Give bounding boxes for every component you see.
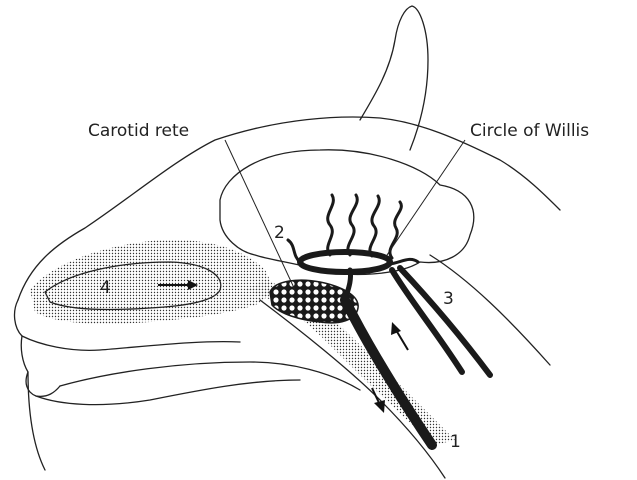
lower-jaw bbox=[28, 372, 45, 470]
label-carotid-rete: Carotid rete bbox=[88, 121, 189, 141]
number-2: 2 bbox=[274, 223, 285, 243]
upper-lip bbox=[22, 336, 240, 350]
vessel-3-a bbox=[392, 270, 462, 372]
cerebral-artery-3 bbox=[370, 196, 379, 256]
mouth-line bbox=[60, 362, 360, 390]
neck-line-lower bbox=[260, 300, 445, 478]
flow-arrow-up bbox=[391, 322, 408, 350]
nasal-cavity-stipple bbox=[30, 240, 270, 324]
cerebral-artery-1 bbox=[328, 195, 334, 255]
cerebral-artery-2 bbox=[348, 195, 357, 255]
number-1: 1 bbox=[450, 432, 461, 452]
cerebral-artery-6 bbox=[390, 259, 418, 264]
ear bbox=[360, 6, 428, 150]
jaw-line bbox=[36, 380, 300, 405]
brain-outline bbox=[220, 150, 474, 275]
cerebral-artery-4 bbox=[390, 202, 401, 258]
number-3: 3 bbox=[443, 289, 454, 309]
circle-of-willis bbox=[300, 252, 390, 272]
cerebral-artery-5 bbox=[288, 240, 300, 262]
leader-circle-of-willis bbox=[385, 140, 465, 258]
label-circle-of-willis: Circle of Willis bbox=[470, 121, 589, 141]
number-4: 4 bbox=[100, 278, 111, 298]
vessel-3-b bbox=[400, 268, 490, 375]
